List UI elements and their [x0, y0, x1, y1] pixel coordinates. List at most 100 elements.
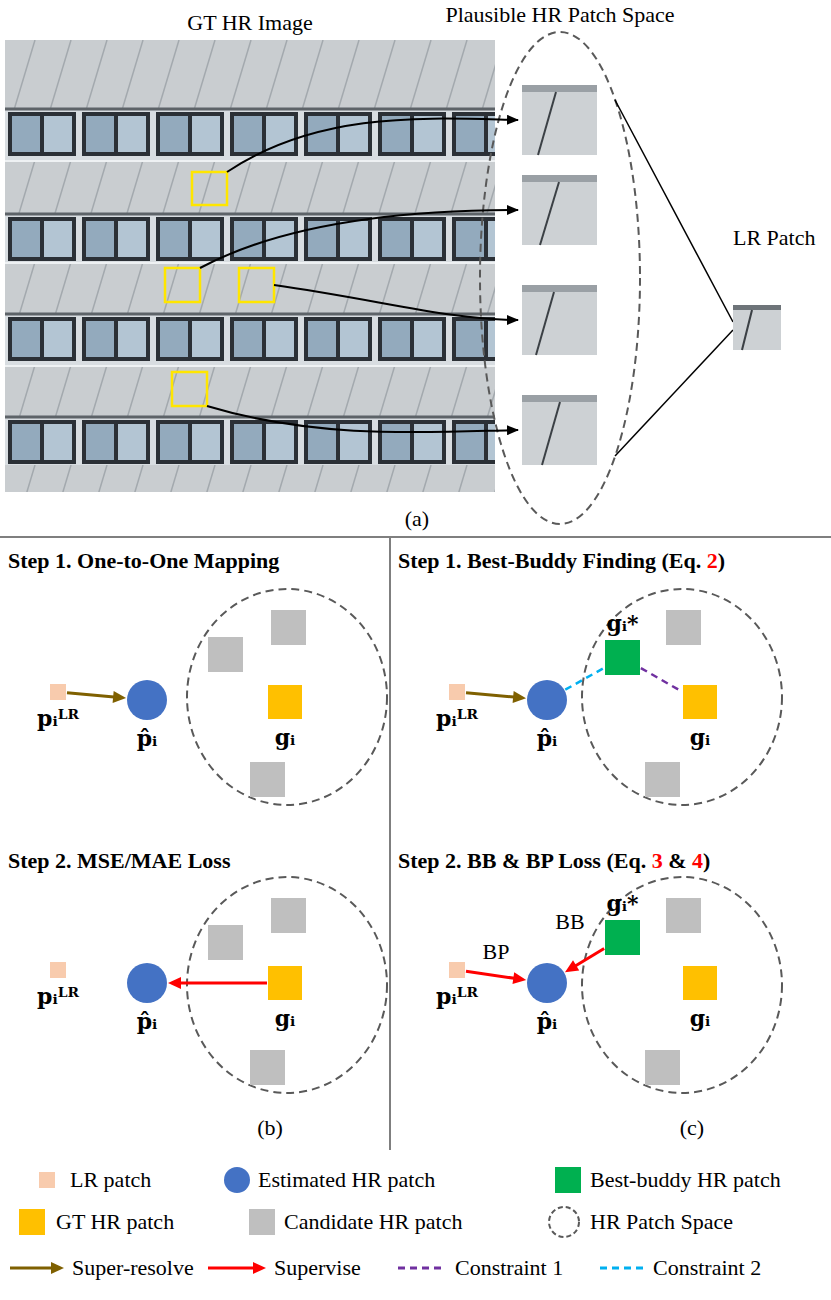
patch-label: p̂ᵢ [137, 726, 158, 751]
legend-swatch [39, 1172, 55, 1188]
patch-fill [522, 285, 597, 355]
panel-label: (c) [680, 1115, 704, 1140]
panel-label: (b) [257, 1115, 283, 1140]
patch-fill [522, 395, 597, 465]
patch-label: pᵢᴸᴿ [436, 706, 478, 731]
legend-text: Candidate HR patch [284, 1209, 462, 1234]
patch-band [522, 285, 597, 292]
best-buddy-patch: gᵢ* [605, 920, 640, 955]
patch-space-circle [582, 877, 782, 1093]
patch-band [522, 85, 597, 92]
legend-arrow-line [208, 1267, 254, 1270]
mapping-arrow [207, 406, 518, 432]
patch-title: LR Patch [733, 225, 816, 250]
legend-swatch [555, 1167, 581, 1193]
candidate-patch [250, 762, 285, 797]
patch-label: gᵢ [275, 1006, 296, 1031]
patch-label: p̂ᵢ [537, 1009, 558, 1034]
patch-fill [522, 85, 597, 155]
window-row [5, 315, 495, 365]
patch-fill [522, 175, 597, 245]
mapping-arrow [227, 119, 518, 172]
bracket-line [615, 330, 733, 456]
patch-space-circle [187, 877, 387, 1093]
patch-label: pᵢᴸᴿ [37, 984, 79, 1009]
step-title: Step 1. Best-Buddy Finding (Eq. 2) [398, 548, 725, 573]
legend-text: LR patch [70, 1167, 151, 1192]
candidate-patch [208, 637, 243, 672]
patch-band [522, 395, 597, 402]
patch-edge [536, 292, 554, 355]
legend-dashed-line [600, 1267, 644, 1270]
connector-line [466, 971, 514, 978]
patch-marker [192, 172, 227, 205]
candidate-patch [271, 610, 306, 645]
gt-hr-patch: gᵢ [268, 966, 302, 1000]
building-photo [5, 40, 495, 492]
legend-dashed-line [398, 1267, 446, 1270]
space-title: Plausible HR Patch Space [445, 2, 674, 27]
image-title: GT HR Image [187, 10, 312, 35]
step-title: Step 2. MSE/MAE Loss [8, 848, 230, 873]
ledge-highlight [5, 365, 495, 367]
legend-text: Constraint 1 [455, 1255, 563, 1280]
supervise-arrow [466, 971, 526, 984]
patch-band [733, 305, 781, 310]
arrow-head [168, 977, 181, 989]
patch-fill [733, 305, 781, 350]
legend-arrow-line [10, 1267, 52, 1270]
connector-line [466, 693, 514, 697]
patch-label: gᵢ [690, 1006, 711, 1031]
step-title: Step 1. One-to-One Mapping [8, 548, 279, 573]
lr-patch: pᵢᴸᴿ [449, 684, 465, 700]
best-buddy-patch: gᵢ* [605, 640, 640, 675]
window-row [5, 215, 495, 262]
connector-line [180, 982, 267, 985]
legend-text: Supervise [274, 1255, 361, 1280]
estimated-hr-patch: p̂ᵢ [127, 963, 167, 1003]
ledge-shadow [5, 313, 495, 316]
estimated-hr-patch: p̂ᵢ [527, 680, 567, 720]
legend-dashed-circle [549, 1207, 579, 1237]
patch-marker [239, 268, 274, 302]
patch-label: gᵢ* [606, 611, 638, 636]
edge-label: BP [481, 939, 512, 964]
patch-label: gᵢ* [606, 891, 638, 916]
panel-label: (a) [405, 506, 429, 531]
connector-line [575, 949, 604, 966]
patch-marker [172, 372, 207, 406]
hr-patch [522, 395, 597, 465]
bracket-line [615, 100, 733, 322]
legend-arrow [10, 1262, 64, 1274]
equation-number: 3 [652, 848, 663, 873]
patch-edge [742, 310, 752, 350]
patch-label: gᵢ [275, 725, 296, 750]
equation-number: 4 [692, 848, 703, 873]
legend-text: Estimated HR patch [258, 1167, 435, 1192]
legend-swatch [19, 1209, 45, 1235]
patch-band [522, 175, 597, 182]
super-resolve-arrow [67, 691, 126, 703]
window-row [5, 418, 495, 465]
divider [0, 536, 831, 538]
patch-label: pᵢᴸᴿ [436, 984, 478, 1009]
patch-space-ellipse [480, 32, 640, 524]
edge-label: BB [553, 909, 586, 934]
gt-hr-patch: gᵢ [683, 966, 717, 1000]
patch-label: pᵢᴸᴿ [37, 706, 79, 731]
patch-label: gᵢ [690, 725, 711, 750]
hr-patch [522, 285, 597, 355]
legend-text: Constraint 2 [653, 1255, 761, 1280]
patch-space-circle [582, 589, 782, 805]
connector-line [565, 668, 604, 690]
estimated-hr-patch: p̂ᵢ [127, 680, 167, 720]
arrow-head [113, 691, 126, 703]
candidate-patch [666, 898, 701, 933]
arrow-head [512, 972, 526, 984]
ledge-row [5, 465, 495, 492]
patch-space-circle [187, 589, 387, 805]
ledge-highlight [5, 160, 495, 162]
step-title: Step 2. BB & BP Loss (Eq. 3 & 4) [398, 848, 710, 873]
patch-label: p̂ᵢ [137, 1009, 158, 1034]
candidate-patch [271, 898, 306, 933]
